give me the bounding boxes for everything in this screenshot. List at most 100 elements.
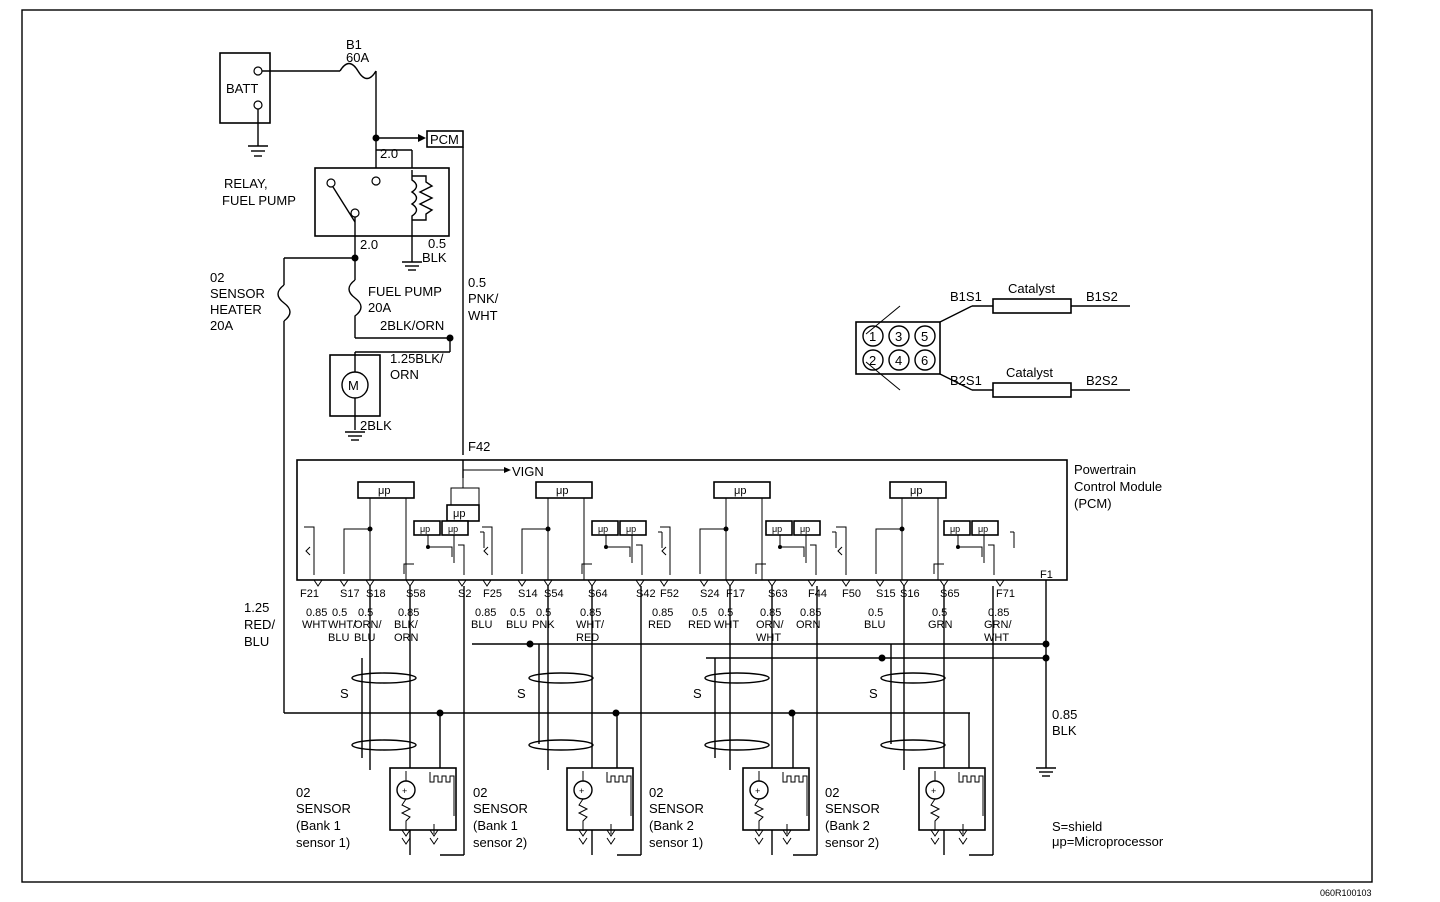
pin-chevron bbox=[807, 579, 817, 587]
pin-id: F17 bbox=[726, 588, 745, 600]
pin-color: WHT bbox=[302, 619, 327, 631]
pin-chevron bbox=[543, 579, 553, 587]
shield-loop bbox=[704, 739, 770, 751]
microprocessor-label: μp bbox=[598, 524, 608, 534]
pin-chevron bbox=[635, 579, 645, 587]
pin-gauge: 0.85 bbox=[306, 607, 327, 619]
pin-id: S15 bbox=[876, 588, 896, 600]
pin-color: ORN bbox=[394, 632, 419, 644]
sensor-plus: + bbox=[755, 786, 760, 796]
sensor-resistor-icon bbox=[400, 771, 412, 831]
svg-text:B1S1: B1S1 bbox=[950, 289, 982, 304]
microprocessor-label: μp bbox=[420, 524, 430, 534]
svg-text:PCM: PCM bbox=[430, 132, 459, 147]
pin-id: F71 bbox=[996, 588, 1015, 600]
pin-color: WHT bbox=[984, 632, 1009, 644]
sensor-label: 02 bbox=[296, 785, 310, 800]
o2-sensor-body bbox=[566, 767, 634, 831]
shield-loop bbox=[351, 739, 417, 751]
cylinder-number: 5 bbox=[921, 329, 928, 344]
pin-gauge: 0.5 bbox=[868, 607, 883, 619]
microprocessor-label: μp bbox=[556, 485, 568, 497]
svg-text:BLK: BLK bbox=[422, 250, 447, 265]
internal-line bbox=[304, 526, 315, 575]
pin-color: GRN/ bbox=[984, 619, 1012, 631]
pin-color: PNK bbox=[532, 619, 555, 631]
pin-chevron bbox=[899, 579, 909, 587]
heater-element-icon bbox=[606, 772, 632, 834]
sensor-label: (Bank 1 bbox=[296, 818, 341, 833]
junction bbox=[788, 709, 796, 717]
pin-id: F25 bbox=[483, 588, 502, 600]
cylinder bbox=[888, 325, 910, 347]
internal-line bbox=[933, 531, 1015, 574]
pin-color: RED bbox=[576, 632, 599, 644]
pin-chevron bbox=[365, 579, 375, 587]
connector-chevron-icon bbox=[930, 829, 968, 845]
pin-gauge: 0.85 bbox=[760, 607, 781, 619]
microprocessor-block bbox=[357, 481, 415, 499]
junction bbox=[604, 545, 608, 549]
microprocessor-block bbox=[441, 520, 469, 536]
pin-id: S58 bbox=[406, 588, 426, 600]
pin-gauge: 0.5 bbox=[358, 607, 373, 619]
svg-text:μp: μp bbox=[453, 508, 465, 520]
internal-line bbox=[427, 535, 465, 575]
svg-text:RED/: RED/ bbox=[244, 617, 275, 632]
pin-color: RED bbox=[648, 619, 671, 631]
svg-text:Catalyst: Catalyst bbox=[1008, 281, 1055, 296]
pin-color: BLK/ bbox=[394, 619, 419, 631]
svg-text:60A: 60A bbox=[346, 50, 369, 65]
svg-text:M: M bbox=[348, 378, 359, 393]
sensor-label: sensor 1) bbox=[649, 835, 703, 850]
document-id: 060R100103 bbox=[1320, 888, 1372, 898]
shield-loop bbox=[880, 672, 946, 684]
internal-line bbox=[699, 528, 726, 574]
internal-line bbox=[482, 526, 493, 575]
pin-color: RED bbox=[688, 619, 711, 631]
microprocessor-block bbox=[889, 481, 947, 499]
svg-text:20A: 20A bbox=[210, 318, 233, 333]
pin-chevron bbox=[659, 579, 669, 587]
sensor-label: (Bank 2 bbox=[649, 818, 694, 833]
cylinder bbox=[914, 349, 936, 371]
pin-color: ORN bbox=[796, 619, 821, 631]
heater-element-icon bbox=[958, 772, 984, 834]
pin-id: S14 bbox=[518, 588, 538, 600]
pin-color: WHT/ bbox=[328, 619, 357, 631]
cylinder bbox=[914, 325, 936, 347]
svg-text:BATT: BATT bbox=[226, 81, 258, 96]
pin-color: WHT bbox=[714, 619, 739, 631]
svg-text:2.0: 2.0 bbox=[360, 237, 378, 252]
sensor-label: 02 bbox=[649, 785, 663, 800]
internal-line bbox=[343, 528, 370, 574]
microprocessor-block bbox=[793, 520, 821, 536]
svg-text:BLK: BLK bbox=[1052, 723, 1077, 738]
pin-id: F52 bbox=[660, 588, 679, 600]
svg-text:(PCM): (PCM) bbox=[1074, 496, 1112, 511]
pin-color: WHT bbox=[756, 632, 781, 644]
microprocessor-label: μp bbox=[626, 524, 636, 534]
shield-loop bbox=[351, 672, 417, 684]
pin-gauge: 0.5 bbox=[510, 607, 525, 619]
internal-line bbox=[836, 526, 847, 575]
pin-gauge: 0.85 bbox=[475, 607, 496, 619]
pin-id: F21 bbox=[300, 588, 319, 600]
heater-element-icon bbox=[429, 772, 455, 834]
microprocessor-block bbox=[765, 520, 793, 536]
microprocessor-label: μp bbox=[800, 524, 810, 534]
microprocessor-label: μp bbox=[448, 524, 458, 534]
fuel-pump-motor: M 2BLK bbox=[329, 352, 392, 441]
heater-element-icon bbox=[782, 772, 808, 834]
connector-chevron-icon bbox=[578, 829, 616, 845]
junction bbox=[612, 709, 620, 717]
sensor-plus: + bbox=[931, 786, 936, 796]
pin-id: S54 bbox=[544, 588, 564, 600]
cylinder bbox=[888, 349, 910, 371]
